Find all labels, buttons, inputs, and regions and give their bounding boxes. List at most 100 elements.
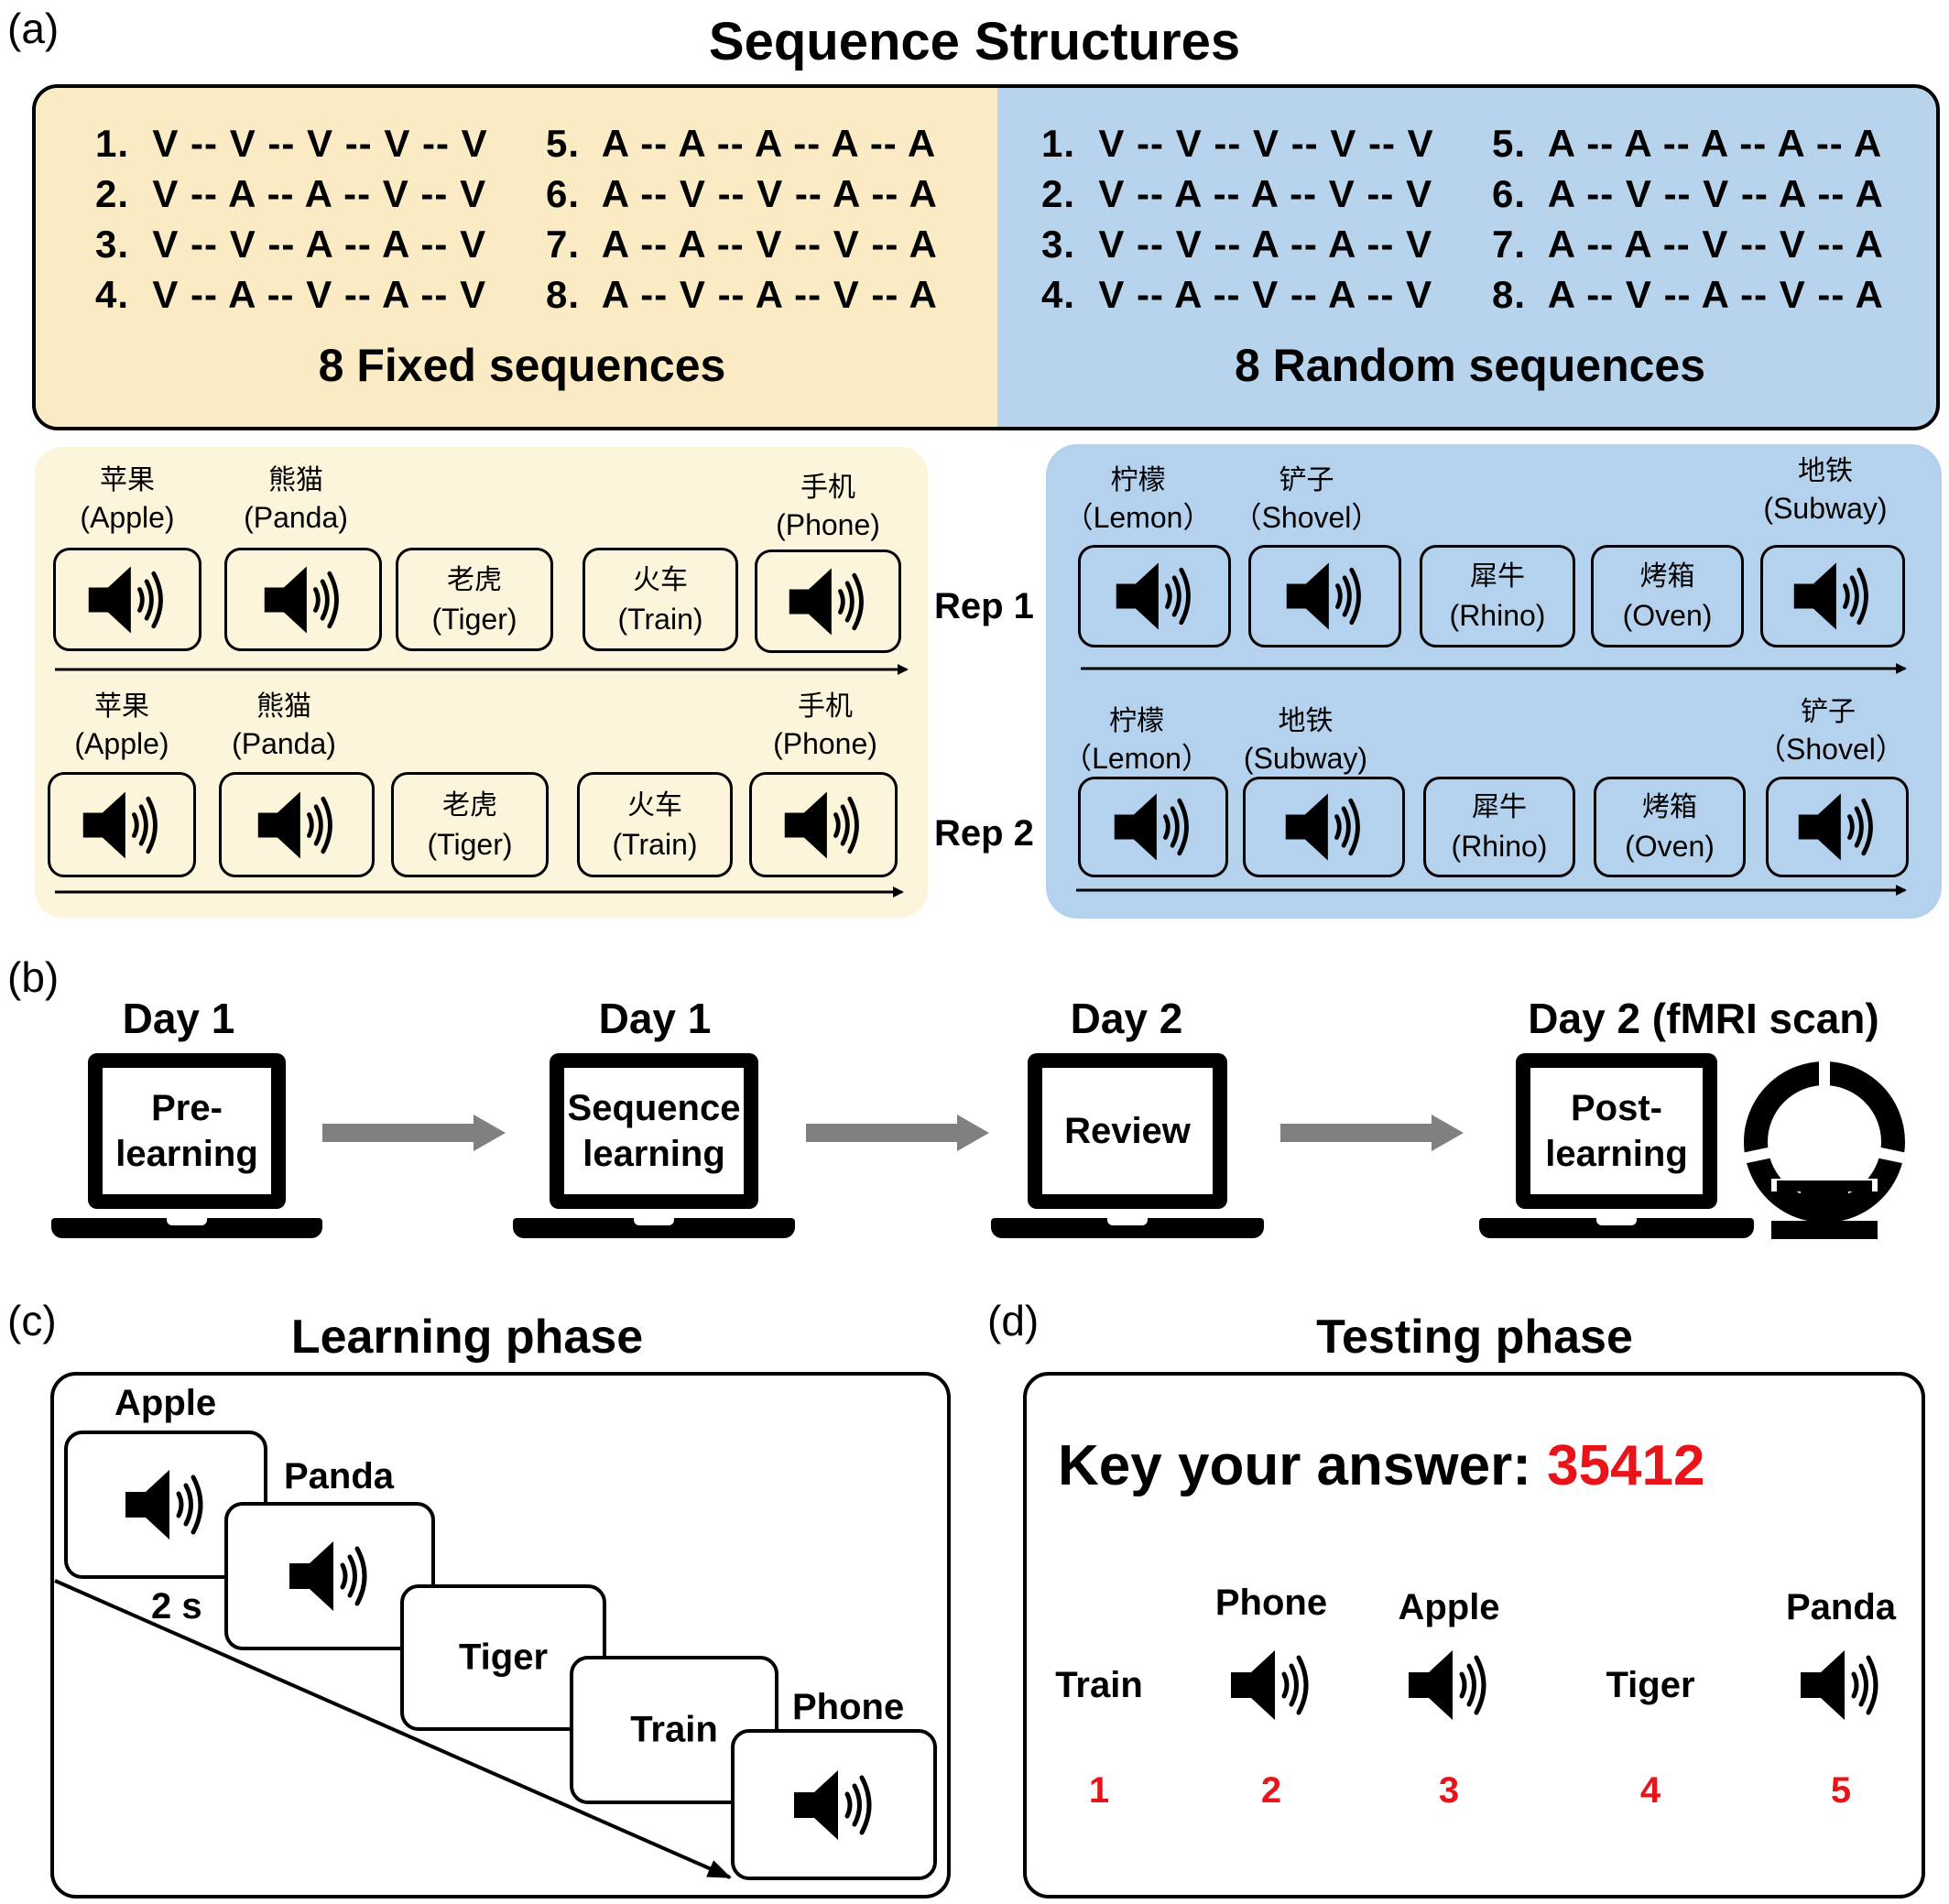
step-screen-text-3: Review [1042, 1108, 1213, 1154]
speaker-icon [1280, 783, 1368, 871]
speaker-icon [1793, 783, 1881, 871]
laptop-icon: Review [1028, 1053, 1227, 1209]
fixed-example-panel [35, 447, 928, 918]
laptop-screen: Sequence learning [564, 1068, 744, 1194]
word-en: (Train) [617, 602, 703, 636]
learning-frame-label-1: Apple [114, 1383, 217, 1423]
sequence-structures-title: Sequence Structures [708, 12, 1241, 71]
gray-arrow-3 [1280, 1115, 1464, 1151]
fixed-sequence-4: 4. V -- A -- V -- A -- V [95, 273, 487, 316]
laptop-notch [634, 1218, 674, 1225]
fixed-rep2-visual-word-4: 火车(Train) [580, 787, 730, 864]
laptop-screen: Pre-learning [103, 1068, 271, 1194]
fixed-rep1-label-en-1: (Apple) [80, 501, 175, 534]
test-item-label-3: Apple [1398, 1587, 1500, 1627]
random-sequence-4: 4. V -- A -- V -- A -- V [1041, 273, 1433, 316]
fixed-sequence-7: 7. A -- A -- V -- V -- A [546, 223, 938, 266]
fixed-rep1-visual-word-3: 老虎(Tiger) [398, 561, 550, 638]
screen-line: learning [583, 1134, 725, 1174]
speaker-icon [1403, 1639, 1495, 1731]
answer-prompt: Key your answer: [1058, 1434, 1531, 1497]
random-rep1-stimulus-1 [1078, 545, 1231, 647]
fixed-rep2-stimulus-3: 老虎 (Tiger) [391, 772, 549, 877]
fixed-sequence-1: 1. V -- V -- V -- V -- V [95, 122, 488, 165]
word-en: (Tiger) [427, 827, 513, 861]
answer-prompt-line: Key your answer: 35412 [1058, 1433, 1705, 1498]
laptop-notch [1107, 1218, 1148, 1225]
fixed-rep2-label-cn-5: 手机 [798, 691, 853, 723]
word-en: (Rhino) [1449, 599, 1546, 632]
testing-phase-title: Testing phase [1316, 1311, 1633, 1364]
random-sequence-8: 8. A -- V -- A -- V -- A [1492, 273, 1884, 316]
mri-scanner-icon [1740, 1058, 1909, 1239]
random-sequence-3: 3. V -- V -- A -- A -- V [1041, 223, 1433, 266]
rep2-label: Rep 2 [934, 813, 1034, 854]
step-screen-text-2: Sequence learning [564, 1085, 744, 1177]
testing-phase-panel [1023, 1372, 1925, 1899]
word-cn: 火车 [633, 563, 688, 596]
random-rep1-visual-word-3: 犀牛 (Rhino) [1422, 558, 1573, 635]
laptop-base [513, 1218, 795, 1238]
random-rep1-visual-word-4: 烤箱(Oven) [1594, 558, 1741, 635]
test-item-label-1: Train [1055, 1665, 1143, 1705]
test-item-number-5: 5 [1830, 1770, 1852, 1811]
screen-line: Sequence [567, 1088, 741, 1128]
fixed-rep2-label-cn-1: 苹果 [94, 691, 149, 723]
learning-frame-label-2: Panda [284, 1456, 395, 1496]
speaker-icon [253, 781, 341, 869]
word-cn: 犀牛 [1470, 560, 1525, 593]
random-rep2-visual-word-4: 烤箱(Oven) [1596, 789, 1743, 865]
fixed-rep1-label-cn-5: 手机 [800, 472, 855, 504]
fixed-rep2-stimulus-1 [48, 772, 196, 877]
word-cn: 烤箱 [1639, 560, 1695, 593]
word-cn: 火车 [627, 789, 682, 821]
timeline-arrows [55, 663, 1907, 898]
gray-arrow-1 [322, 1115, 506, 1151]
screen-line: Review [1064, 1111, 1191, 1151]
random-rep2-stimulus-4: 烤箱(Oven) [1594, 777, 1746, 877]
random-rep1-label-en-5: (Subway) [1763, 492, 1888, 525]
learning-frame-2 [224, 1502, 435, 1650]
speaker-icon [1789, 552, 1877, 640]
random-rep1-label-cn-1: 柠檬 [1110, 464, 1166, 496]
laptop-base [991, 1218, 1264, 1238]
speaker-icon [1225, 1639, 1317, 1731]
learning-frame-5 [731, 1729, 937, 1880]
word-en: (Oven) [1625, 830, 1715, 863]
learning-phase-panel [50, 1372, 951, 1899]
speaker-icon [1109, 783, 1197, 871]
fixed-rep2-stimulus-2 [219, 772, 375, 877]
random-rep2-label-en-2: (Subway) [1243, 742, 1368, 775]
speaker-icon [1281, 552, 1369, 640]
word-en: (Rhino) [1451, 830, 1548, 863]
laptop-icon: Post-learning [1516, 1053, 1717, 1209]
random-rep1-stimulus-2 [1248, 545, 1401, 647]
fixed-rep2-stimulus-5 [749, 772, 898, 877]
speaker-icon [1111, 552, 1199, 640]
screen-line: learning [1545, 1134, 1688, 1174]
fixed-caption: 8 Fixed sequences [318, 340, 726, 391]
fixed-sequence-8: 8. A -- V -- A -- V -- A [546, 273, 938, 316]
speaker-icon [120, 1459, 212, 1550]
speaker-icon [78, 781, 166, 869]
test-item-number-2: 2 [1260, 1770, 1282, 1811]
laptop-screen: Review [1042, 1068, 1213, 1194]
fixed-rep2-stimulus-4: 火车(Train) [577, 772, 733, 877]
step-day-4: Day 2 (fMRI scan) [1528, 995, 1879, 1042]
random-rep1-label-cn-5: 地铁 [1798, 455, 1853, 487]
random-rep2-visual-word-3: 犀牛(Rhino) [1426, 789, 1573, 865]
word-cn: 老虎 [442, 789, 497, 821]
random-rep2-label-cn-1: 柠檬 [1109, 705, 1164, 737]
random-rep1-label-en-2: （Shovel） [1232, 501, 1381, 534]
screen-line: Pre- [151, 1088, 223, 1128]
step-day-2: Day 1 [598, 995, 712, 1042]
random-rep1-label-cn-2: 铲子 [1279, 464, 1334, 496]
fixed-rep1-visual-word-4: 火车 (Train) [585, 561, 735, 638]
panel-label-a: (a) [7, 5, 60, 52]
random-rep1-label-en-1: （Lemon） [1063, 501, 1213, 534]
speaker-icon [83, 556, 171, 644]
step-screen-text-1: Pre-learning [103, 1085, 271, 1177]
fixed-rep1-stimulus-4: 火车 (Train) [583, 548, 738, 651]
fixed-rep1-stimulus-1 [53, 548, 201, 651]
fixed-rep1-label-en-2: (Panda) [244, 501, 348, 534]
